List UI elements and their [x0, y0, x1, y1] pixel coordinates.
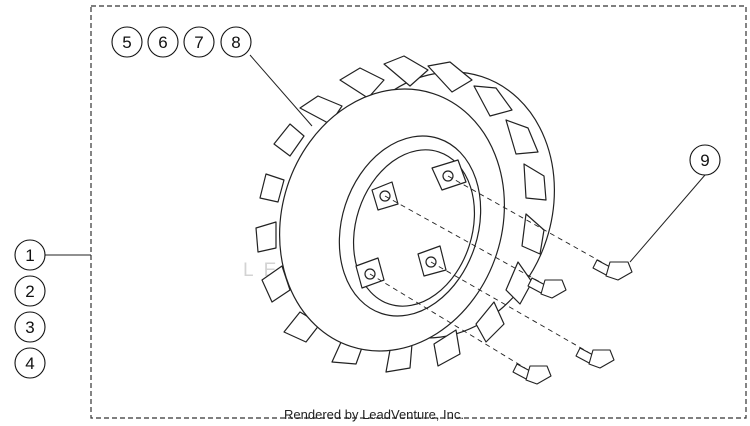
callout-9: 9 [689, 144, 721, 176]
leader-lines [44, 54, 706, 263]
callout-1: 1 [14, 239, 46, 271]
bolt-9-c [575, 347, 615, 369]
footer-credit: Rendered by LeadVenture, Inc. [284, 407, 464, 422]
assembly-frame [90, 5, 747, 419]
svg-text:4: 4 [25, 354, 34, 373]
bolt-9-a [592, 259, 633, 281]
callout-5: 5 [111, 26, 143, 58]
callout-7: 7 [183, 26, 215, 58]
callouts-top: 5 6 7 8 [111, 26, 252, 58]
svg-text:5: 5 [122, 33, 131, 52]
svg-text:9: 9 [700, 151, 709, 170]
leader-line-8 [249, 54, 313, 127]
callout-2: 2 [14, 275, 46, 307]
callout-8: 8 [220, 26, 252, 58]
bolt-9-b [527, 277, 567, 299]
callout-3: 3 [14, 311, 46, 343]
bolts [512, 259, 633, 385]
leader-line-9 [629, 174, 706, 263]
svg-text:7: 7 [194, 33, 203, 52]
callouts-left: 1 2 3 4 [14, 239, 46, 379]
sprocket-wheel [255, 55, 555, 373]
svg-text:2: 2 [25, 282, 34, 301]
svg-text:8: 8 [231, 33, 240, 52]
svg-text:3: 3 [25, 318, 34, 337]
svg-text:1: 1 [25, 246, 34, 265]
wheel-teeth [255, 55, 547, 373]
bolt-axes [369, 175, 606, 369]
callout-6: 6 [147, 26, 179, 58]
callout-4: 4 [14, 347, 46, 379]
bolt-9-d [512, 363, 552, 385]
svg-text:6: 6 [158, 33, 167, 52]
